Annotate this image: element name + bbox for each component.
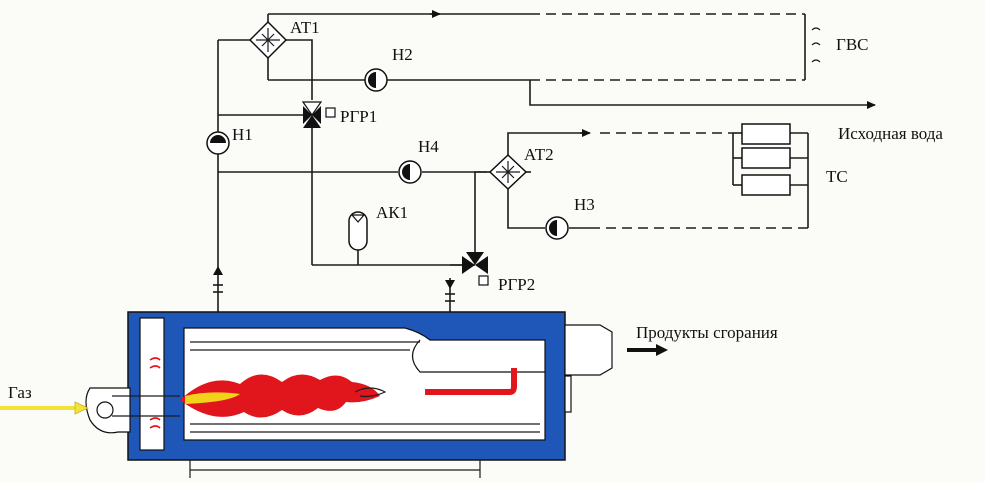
flow-arrow-up bbox=[213, 266, 223, 275]
label-source-water: Исходная вода bbox=[838, 124, 943, 143]
label-ak1: АК1 bbox=[376, 203, 408, 222]
label-combustion-products: Продукты сгорания bbox=[636, 323, 778, 342]
heating-system-pipes bbox=[474, 129, 809, 255]
flue-outlet bbox=[564, 324, 613, 376]
valve-rgr2-icon bbox=[462, 252, 489, 286]
label-n2: Н2 bbox=[392, 45, 413, 64]
at1-heat-exchanger-icon bbox=[248, 20, 288, 60]
boiler-door bbox=[139, 317, 165, 451]
ts-radiators bbox=[741, 123, 791, 196]
pump-h3-icon bbox=[545, 216, 569, 240]
burner-flame bbox=[180, 374, 387, 418]
combustion-arrow-head bbox=[656, 344, 668, 356]
hot-water-loop-pipes bbox=[267, 10, 876, 109]
at2-heat-exchanger-icon bbox=[488, 153, 528, 191]
pump-h4-icon bbox=[398, 160, 422, 184]
label-ts: ТС bbox=[826, 167, 848, 186]
label-rgr1: РГР1 bbox=[340, 107, 377, 126]
radiator-1 bbox=[741, 123, 791, 145]
pump-h2-icon bbox=[364, 68, 388, 92]
label-n4: Н4 bbox=[418, 137, 439, 156]
label-gas: Газ bbox=[8, 383, 32, 402]
radiator-3 bbox=[741, 174, 791, 196]
radiator-2 bbox=[741, 147, 791, 169]
pump-h1-icon bbox=[206, 131, 230, 155]
label-n3: Н3 bbox=[574, 195, 595, 214]
expansion-tank-ak1-icon bbox=[348, 211, 368, 251]
label-at1: АТ1 bbox=[290, 18, 320, 37]
label-gvs: ГВС bbox=[836, 35, 869, 54]
gvs-outlets bbox=[811, 27, 821, 63]
valve-rgr1-icon bbox=[301, 101, 336, 128]
label-n1: Н1 bbox=[232, 125, 253, 144]
label-at2: АТ2 bbox=[524, 145, 554, 164]
red-flue-hook bbox=[425, 368, 517, 395]
burner-housing bbox=[85, 387, 180, 434]
label-rgr2: РГР2 bbox=[498, 275, 535, 294]
gas-inlet-arrow bbox=[74, 401, 89, 415]
flow-arrow-down bbox=[445, 280, 455, 289]
boiler-loop-pipes bbox=[213, 39, 487, 315]
